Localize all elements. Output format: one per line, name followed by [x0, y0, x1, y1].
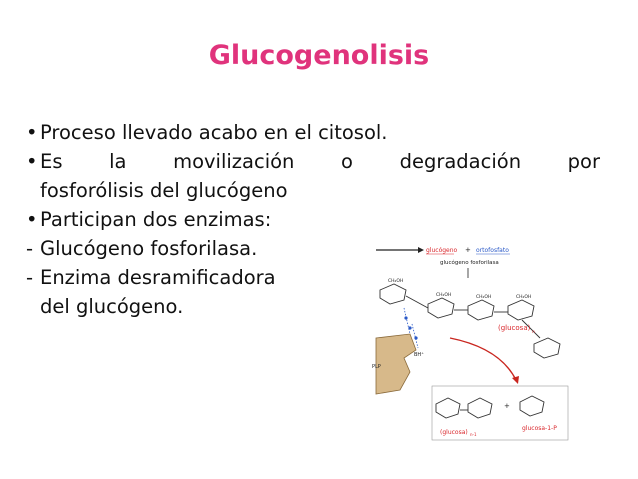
atom-dot [404, 316, 408, 320]
bullet-item-5: - Enzima desramificadora [26, 263, 600, 292]
bullet-word: la [109, 150, 127, 173]
bullet-marker: • [26, 150, 38, 173]
bullet-text: Participan dos enzimas: [40, 208, 272, 231]
sugar-ring [507, 299, 535, 321]
product-main-label: (glucosa) [498, 324, 531, 332]
phosphate-bonds [403, 307, 419, 349]
product-bottom-right-label: glucosa-1-P [522, 425, 557, 432]
reaction-left-label: glucógeno [426, 247, 458, 254]
enzyme-label: glucógeno fosforilasa [440, 259, 499, 266]
bullet-item-4: - Glucógeno fosforilasa. [26, 234, 600, 263]
bullet-word: movilización [173, 150, 295, 173]
glycogenolysis-figure: glucógeno + ortofosfato glucógeno fosfor… [372, 246, 569, 441]
bullet-item-3: • Participan dos enzimas: [26, 205, 600, 234]
products-plus: + [504, 402, 510, 410]
plp-label: PLP [372, 364, 381, 370]
sugar-ring [467, 299, 495, 321]
phosphate-atoms [404, 316, 418, 340]
sugar-ring [379, 283, 407, 305]
atom-dot [414, 336, 418, 340]
bullet-text: Proceso llevado acabo en el citosol. [40, 121, 388, 144]
product-rings [435, 395, 545, 419]
product-bottom-left-label: (glucosa) [440, 429, 468, 436]
dash-marker: - [26, 266, 34, 289]
ch2oh-label: CH₂OH [388, 278, 403, 284]
dashed-bond [403, 307, 411, 335]
ch2oh-label: CH₂OH [436, 292, 451, 298]
bullet-word: o [341, 150, 353, 173]
sugar-ring [467, 397, 493, 419]
product-main-sub: n [532, 330, 535, 335]
dash-marker: - [26, 237, 34, 260]
dashed-bond [411, 323, 419, 349]
arrow-head-icon [512, 376, 519, 384]
bullet-word: Es [40, 150, 63, 173]
slide-title: Glucogenolisis [208, 40, 430, 71]
bullet-item-1: • Proceso llevado acabo en el citosol. [26, 118, 600, 147]
reaction-plus: + [465, 246, 471, 254]
curved-arrow [449, 337, 517, 381]
bullet-item-2: • Es la movilización o degradación por [26, 147, 600, 176]
sugar-ring [519, 395, 545, 417]
products-panel [431, 385, 569, 441]
sugar-ring [427, 297, 455, 319]
sugar-ring [533, 337, 561, 359]
bullet-text: Enzima desramificadora [40, 266, 276, 289]
glycosidic-bond [521, 319, 541, 339]
bullet-continuation: fosforólisis del glucógeno [40, 179, 288, 202]
ch2oh-label: CH₂OH [516, 294, 531, 300]
glycogen-chain [379, 283, 561, 359]
bullet-marker: • [26, 121, 38, 144]
bullet-text: Glucógeno fosforilasa. [40, 237, 258, 260]
bullet-marker: • [26, 208, 38, 231]
reaction-right-label: ortofosfato [476, 247, 509, 254]
sugar-ring [435, 397, 461, 419]
ch2oh-label: CH₂OH [476, 294, 491, 300]
bullet-word: por [567, 150, 600, 173]
arrow-head-icon [418, 247, 424, 253]
atom-dot [408, 326, 412, 330]
bullet-list: • Proceso llevado acabo en el citosol. •… [26, 118, 600, 321]
bullet-continuation: del glucógeno. [40, 295, 184, 318]
product-bottom-left-sub: n-1 [470, 432, 477, 437]
bullet-justified-line: Es la movilización o degradación por [40, 147, 600, 176]
glycosidic-bond [405, 295, 429, 309]
enzyme-shape [375, 333, 417, 395]
bullet-word: degradación [399, 150, 522, 173]
bh-label: BH⁺ [414, 352, 424, 358]
